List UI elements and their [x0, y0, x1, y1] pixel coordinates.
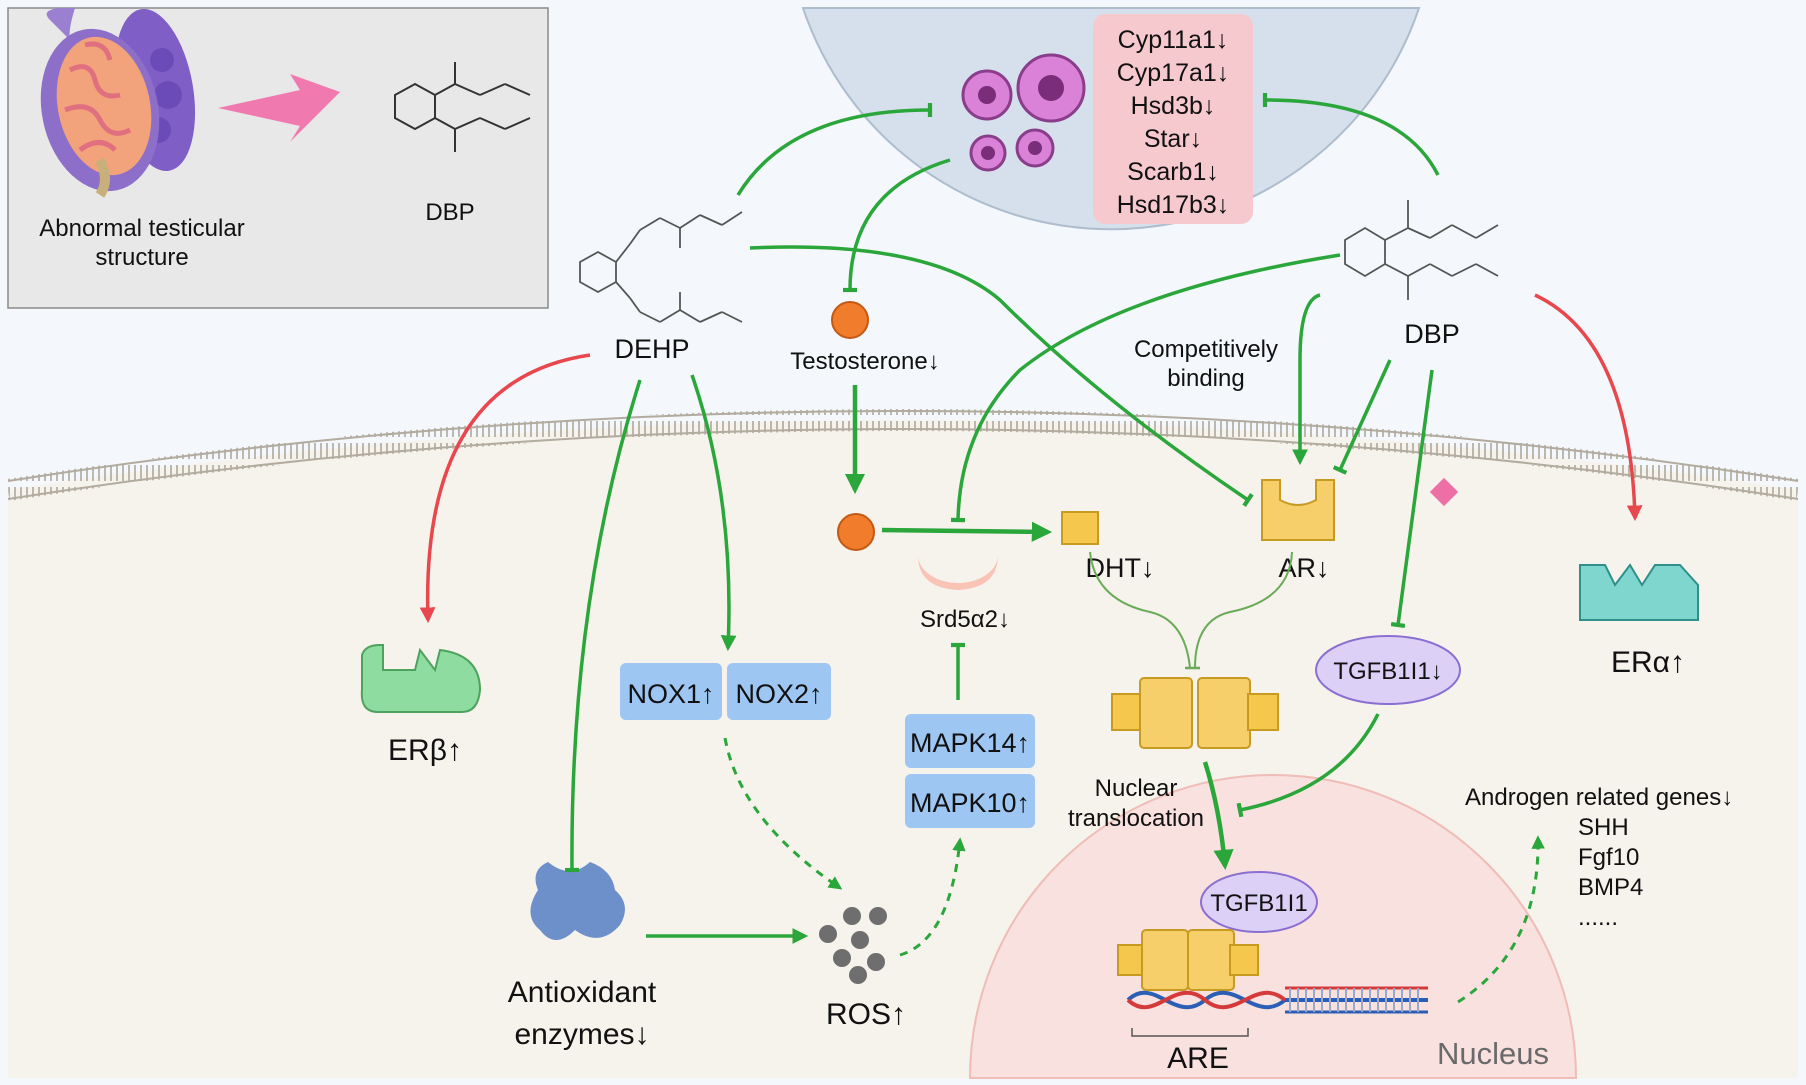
- dehp-label: DEHP: [614, 334, 689, 364]
- leydig-gene: Scarb1↓: [1127, 158, 1219, 186]
- dht-label: DHT↓: [1086, 553, 1155, 583]
- tgfb1i1-nuclear: [1200, 871, 1318, 933]
- nox2-box: [727, 663, 831, 720]
- steroidogenic-gene-box: [1093, 14, 1253, 224]
- androgen-gene-item: Fgf10: [1578, 844, 1639, 871]
- nox1-box: [620, 663, 722, 720]
- mapk14-label: MAPK14↑: [910, 728, 1030, 758]
- dna-helix: [1126, 986, 1428, 1014]
- inset-caption-line2: structure: [95, 244, 188, 271]
- dbp-structure: [1344, 200, 1499, 300]
- pink-arrow: [218, 74, 340, 142]
- ros-label: ROS↑: [826, 998, 906, 1031]
- are-label: ARE: [1167, 1042, 1229, 1075]
- dehp-structure: [579, 211, 743, 323]
- steroidogenic-gene-list: Cyp11a1↓ Cyp17a1↓ Hsd3b↓ Star↓ Scarb1↓ Hsd17b…: [1117, 26, 1230, 219]
- androgen-genes-title: Androgen related genes↓: [1465, 784, 1733, 811]
- leydig-gene: Star↓: [1144, 125, 1202, 153]
- androgen-gene-item: ......: [1578, 904, 1618, 931]
- lipid-droplets: [961, 53, 1086, 172]
- testosterone-label: Testosterone↓: [790, 348, 939, 375]
- antioxidant-label-2: enzymes↓: [514, 1018, 649, 1051]
- srd5a2-label: Srd5α2↓: [920, 606, 1010, 633]
- testosterone-cytoplasm: [837, 513, 875, 551]
- binding-label: binding: [1167, 365, 1244, 392]
- er-beta-label: ERβ↑: [388, 734, 462, 767]
- er-alpha-receptor: [1579, 563, 1699, 621]
- estrogen-molecule: [1429, 477, 1459, 507]
- dht-molecule: [1061, 511, 1099, 545]
- nucleus-label: Nucleus: [1437, 1036, 1549, 1071]
- androgen-gene-item: BMP4: [1578, 874, 1643, 901]
- ar-label: AR↓: [1278, 553, 1329, 583]
- ar-dimer: [1111, 677, 1279, 749]
- antioxidant-enzyme: [530, 862, 625, 940]
- pathway-arrows: [419, 92, 1643, 1004]
- er-alpha-label: ERα↑: [1611, 646, 1685, 679]
- tgfb1i1-down-label: TGFB1I1↓: [1333, 658, 1442, 685]
- testis-illustration: [40, 8, 196, 198]
- cell-membrane: [6, 409, 1800, 501]
- tgfb1i1-label: TGFB1I1: [1210, 890, 1307, 917]
- ar-dimer-nuclear: [1117, 929, 1259, 991]
- antioxidant-label-1: Antioxidant: [508, 976, 657, 1009]
- mapk10-box: [905, 774, 1035, 828]
- nox1-label: NOX1↑: [627, 679, 714, 709]
- leydig-gene: Hsd3b↓: [1131, 92, 1216, 120]
- translocation-label: translocation: [1068, 805, 1204, 832]
- srd5a2-enzyme: [918, 555, 998, 590]
- mapk14-box: [905, 714, 1035, 768]
- testosterone-molecule: [831, 301, 869, 339]
- nox2-label: NOX2↑: [735, 679, 822, 709]
- ros-particles: [819, 907, 887, 984]
- inset-dbp-label: DBP: [425, 199, 474, 226]
- inset-caption-line1: Abnormal testicular: [39, 215, 244, 242]
- androgen-genes-list: Androgen related genes↓ SHH Fgf10BMP4.....…: [1465, 784, 1733, 931]
- leydig-gene: Hsd17b3↓: [1117, 191, 1230, 219]
- mapk10-label: MAPK10↑: [910, 788, 1030, 818]
- inset-dbp-structure: [394, 62, 531, 152]
- leydig-gene: Cyp11a1↓: [1118, 26, 1229, 54]
- competitively-label: Competitively: [1134, 336, 1278, 363]
- er-beta-receptor: [360, 644, 482, 713]
- leydig-gene: Cyp17a1↓: [1117, 59, 1230, 87]
- tgfb1i1-cytoplasm: [1315, 635, 1461, 705]
- dbp-label: DBP: [1404, 319, 1460, 349]
- androgen-gene-item: SHH: [1578, 814, 1629, 841]
- are-bracket: [1131, 1028, 1249, 1037]
- nuclear-label: Nuclear: [1095, 775, 1178, 802]
- androgen-receptor: [1261, 479, 1335, 541]
